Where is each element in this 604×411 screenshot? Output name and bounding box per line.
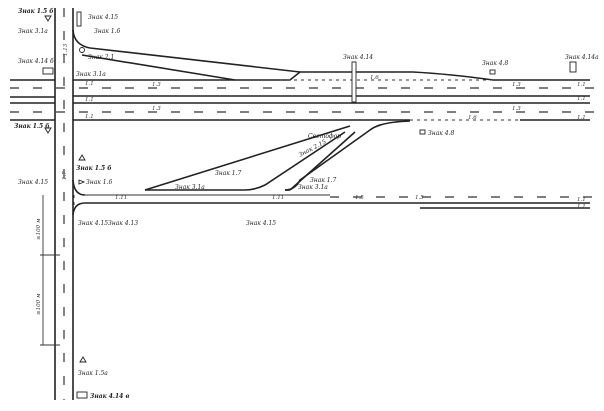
marking-label: 1.11 — [272, 195, 284, 201]
sign-label: Знак 4.14 б — [18, 58, 54, 65]
distance-label: ≥100 м — [36, 218, 42, 240]
sign-label: Знак 1.6 — [94, 28, 120, 35]
sign-label: Знак 3.1а — [76, 71, 106, 78]
main-road — [10, 29, 604, 191]
marking-label: 1.5 — [415, 195, 424, 201]
sign-label: Знак 3.1а — [175, 184, 205, 191]
marking-label: 1.3 — [152, 106, 161, 112]
marking-label: 1.1 — [577, 96, 586, 102]
sign-label: Знак 3.1а — [298, 184, 328, 191]
marking-label: 1.1 — [577, 82, 586, 88]
sign-label: Знак 1.5 б — [76, 165, 112, 172]
sign-label: Знак 4.14 — [343, 54, 373, 61]
marking-label: 1.7 — [62, 171, 68, 180]
marking-label: 1.3 — [512, 106, 521, 112]
sign-label: Знак 1.5а — [78, 370, 108, 377]
sign-label: Знак 1.7 — [310, 177, 336, 184]
sign-label: Знак 1.5 б — [14, 123, 50, 130]
marking-label: 1.1 — [85, 97, 94, 103]
marking-label: 1.1 — [85, 81, 94, 87]
marking-label: 1.3 — [152, 82, 161, 88]
sign-label: Знак 2.1 — [88, 54, 114, 61]
sign-label: Знак 4.8 — [482, 60, 508, 67]
lower-road — [72, 179, 604, 216]
sign-label: Знак 1.5 б — [18, 8, 54, 15]
marking-label: 1.3 — [512, 82, 521, 88]
distance-marks — [40, 195, 60, 346]
marking-label: 1.1 — [577, 197, 586, 203]
sign-label: Знак 4.15 — [88, 14, 118, 21]
marking-label: 1.6 — [370, 75, 379, 81]
sign-label: Знак 4.15 — [246, 220, 276, 227]
marking-labels: 1.1 1.1 1.1 1.3 1.3 1.6 1.3 1.1 1.1 1.3 … — [36, 43, 586, 315]
sign-icons — [42, 11, 577, 399]
sign-label: Знак 4.8 — [428, 130, 454, 137]
sign-label: Знак 4.15 — [18, 179, 48, 186]
marking-label: 1.1 — [85, 114, 94, 120]
sign-label: Знак 1.6 — [86, 179, 112, 186]
marking-label: 1.6 — [468, 115, 477, 121]
sign-label: Знак 3.1а — [18, 28, 48, 35]
sign-label: Светофор — [308, 133, 341, 140]
sign-label: Знак 4.14а — [565, 54, 599, 61]
sign-labels: Знак 1.5 б Знак 3.1а Знак 4.14 б Знак 4.… — [14, 8, 599, 400]
sign-label: Знак 4.15 — [78, 220, 108, 227]
vertical-road — [54, 8, 74, 400]
marking-label: 1.13 — [63, 43, 69, 56]
marking-label: 1.11 — [115, 195, 127, 201]
sign-label: Знак 1.7 — [215, 170, 241, 177]
sign-label: Знак 4.14 в — [90, 393, 129, 400]
marking-label: 1.1 — [577, 204, 586, 210]
distance-label: ≥100 м — [36, 293, 42, 315]
marking-label: 1.1 — [577, 115, 586, 121]
sign-label: Знак 4.13 — [108, 220, 138, 227]
marking-label: 1.5 — [355, 195, 364, 201]
